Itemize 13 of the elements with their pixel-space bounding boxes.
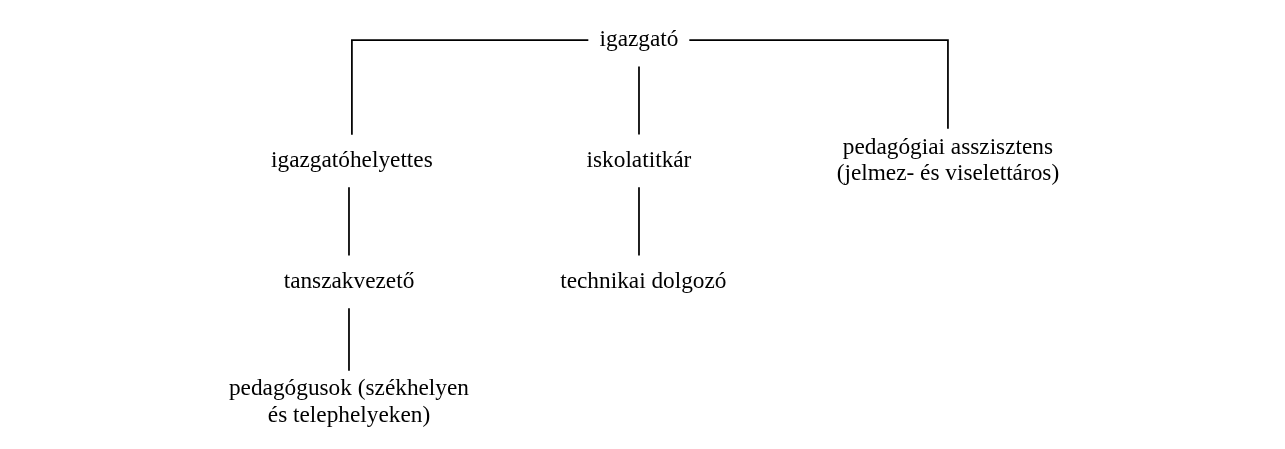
connector xyxy=(347,186,350,257)
node-text: iskolatitkár xyxy=(586,145,691,172)
connector xyxy=(350,39,589,136)
node-text: igazgatóhelyettes xyxy=(270,145,433,172)
node-text: pedagógusok (székhelyen és telephelyeken) xyxy=(228,374,469,427)
node-text: technikai dolgozó xyxy=(559,266,726,293)
node-text: igazgató xyxy=(599,24,678,51)
connector xyxy=(637,65,640,136)
connector xyxy=(637,186,640,257)
connector xyxy=(687,39,949,130)
node-text: tanszakvezető xyxy=(283,266,414,293)
connector xyxy=(347,307,350,372)
node-text: pedagógiai asszisztens (jelmez- és viselettáros) xyxy=(836,132,1059,185)
